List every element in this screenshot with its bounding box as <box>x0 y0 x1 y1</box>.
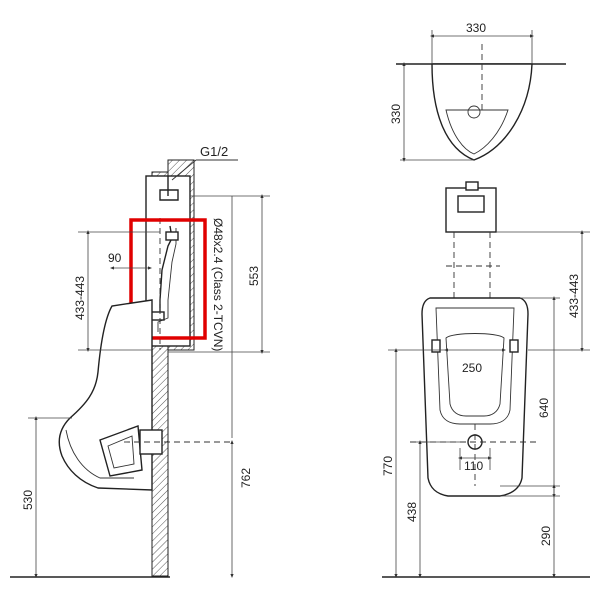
flush-valve-button <box>457 195 485 213</box>
urinal-top-profile <box>431 63 533 161</box>
dim-640: 640 <box>537 398 551 418</box>
highlight-box <box>129 218 207 340</box>
urinal-front-inner <box>435 307 515 425</box>
dim-433-443-left: 433-443 <box>73 276 87 320</box>
valve-joint-top <box>165 231 179 241</box>
pipe-spec-label: Ø48x2.4 (Class 2-TCVN) <box>211 218 225 351</box>
pipe-thread-label: G1/2 <box>200 144 228 159</box>
dim-330-side: 330 <box>389 104 403 124</box>
top-view: 330 330 <box>389 21 566 162</box>
dim-762: 762 <box>239 468 253 488</box>
dim-438: 438 <box>405 502 419 522</box>
side-view: G1/2 90 433-443 Ø48x2.4 (Class 2-TCVN) <box>10 144 270 578</box>
flush-valve-cap <box>465 181 479 191</box>
dim-110: 110 <box>464 459 483 473</box>
dim-770: 770 <box>381 456 395 476</box>
front-hanger-left <box>431 339 441 353</box>
urinal-bowl-inner <box>107 435 135 469</box>
dim-250: 250 <box>462 361 482 375</box>
top-spreader <box>467 105 481 119</box>
dim-433-443-right: 433-443 <box>567 274 581 318</box>
front-hanger-right <box>509 339 519 353</box>
urinal-side-inner <box>65 429 134 479</box>
dim-330-top: 330 <box>466 21 486 35</box>
urinal-bowl <box>99 425 143 477</box>
urinal-top-inner <box>445 109 509 155</box>
flush-valve-body <box>157 228 177 332</box>
dim-90: 90 <box>108 251 122 265</box>
g12-leader <box>171 159 197 181</box>
supply-pipe <box>159 176 179 201</box>
front-view: 433-443 250 640 770 110 438 290 <box>381 181 590 578</box>
dim-530: 530 <box>21 490 35 510</box>
dim-290: 290 <box>539 526 553 546</box>
dim-553: 553 <box>247 266 261 286</box>
urinal-front-bowl <box>445 333 505 417</box>
